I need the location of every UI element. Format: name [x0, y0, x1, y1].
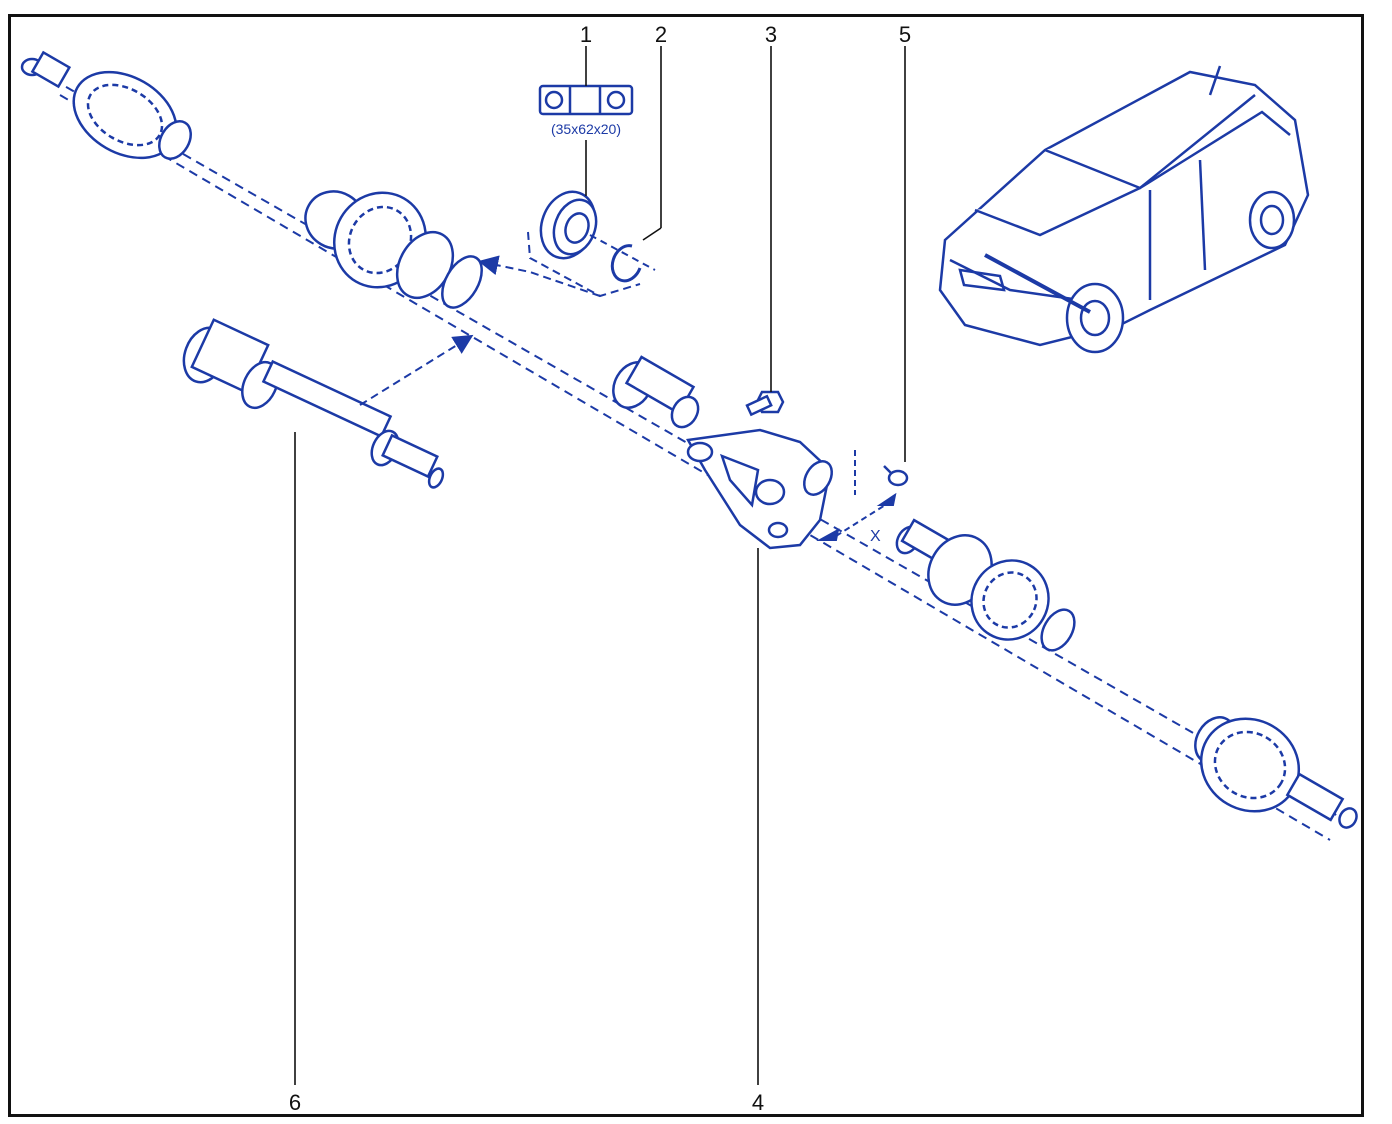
vehicle-illustration: [938, 65, 1310, 354]
callout-5: 5: [899, 22, 911, 47]
callout-6: 6: [289, 1090, 301, 1115]
dimension-marker: [816, 492, 897, 541]
right-inner-boot: [927, 534, 1076, 652]
bearing-spec-icon: [538, 84, 634, 116]
support-bracket: [686, 428, 833, 550]
vehicle-driveshaft-highlight: [984, 253, 1091, 314]
circlip: [610, 244, 642, 283]
leader-lines: [294, 46, 906, 1085]
dimension-label: X: [870, 528, 881, 545]
heat-shield-bolt: [854, 450, 909, 495]
left-cv-joint: [20, 50, 192, 160]
callout-1: 1: [580, 22, 592, 47]
bearing: [539, 190, 656, 271]
callout-3: 3: [765, 22, 777, 47]
callout-4: 4: [752, 1090, 764, 1115]
intermediate-shaft-arrow: [359, 334, 474, 406]
callout-2: 2: [655, 22, 667, 47]
intermediate-shaft: [182, 318, 445, 489]
bearing-assembly-arrow: [478, 231, 641, 298]
intermediate-joint: [612, 355, 700, 429]
bracket-bolt: [745, 390, 785, 417]
right-cv-joint: [1194, 716, 1358, 829]
bearing-spec-label: (35x62x20): [551, 121, 621, 137]
left-inner-boot: [304, 190, 483, 309]
